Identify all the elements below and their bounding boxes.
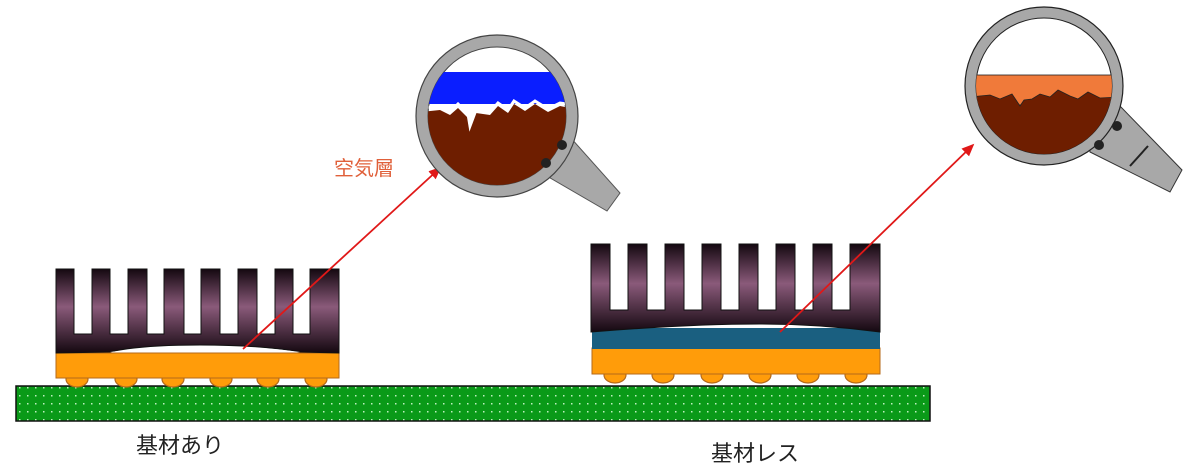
left-heatsink — [55, 268, 340, 354]
right-tim-layer — [592, 328, 880, 349]
right-magnifier — [964, 6, 1183, 193]
left-pointer-arrow — [242, 166, 442, 350]
left-magnifier — [415, 34, 621, 212]
substrate-less-label: 基材レス — [711, 442, 800, 467]
with-substrate-label: 基材あり — [136, 434, 225, 459]
air-layer-blue — [428, 72, 566, 104]
right-chip — [591, 347, 881, 375]
right-heatsink — [590, 243, 881, 333]
right-pointer-arrow — [779, 143, 975, 333]
left-chip-substrate — [55, 352, 340, 379]
left-air-gap — [110, 346, 300, 352]
right-assembly — [590, 243, 881, 384]
air-layer-label: 空気層 — [334, 156, 394, 180]
left-assembly — [55, 268, 340, 388]
pcb-board — [15, 385, 931, 422]
right-die-brown — [976, 89, 1112, 154]
